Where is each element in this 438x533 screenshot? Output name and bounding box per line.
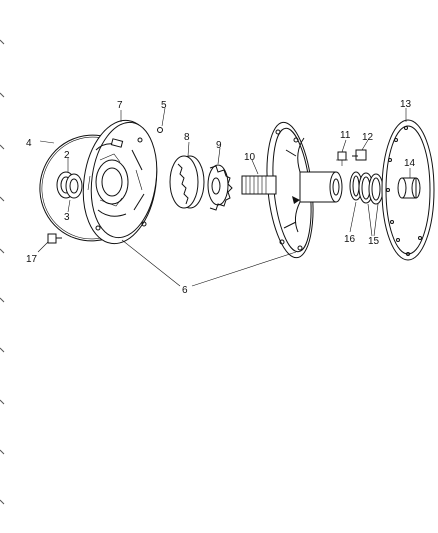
callout-13: 13 bbox=[400, 99, 412, 110]
callout-2: 2 bbox=[64, 150, 70, 161]
plug-fitting bbox=[336, 151, 348, 166]
callout-4: 4 bbox=[26, 138, 32, 149]
callout-3: 3 bbox=[64, 212, 70, 223]
callout-17: 17 bbox=[26, 254, 38, 265]
callout-16: 16 bbox=[344, 234, 356, 245]
bushing bbox=[397, 177, 421, 199]
bolt-12 bbox=[352, 149, 367, 161]
edge-marks bbox=[0, 39, 5, 505]
callout-5: 5 bbox=[161, 100, 167, 111]
callout-14: 14 bbox=[404, 158, 416, 169]
callout-labels: 2 3 4 5 6 7 8 9 10 11 12 13 14 15 16 17 bbox=[26, 99, 416, 296]
inner-gear bbox=[207, 164, 233, 211]
callout-11: 11 bbox=[340, 130, 351, 141]
seal-rings bbox=[349, 171, 384, 205]
callout-15: 15 bbox=[368, 236, 380, 247]
leader-lines bbox=[37, 107, 411, 287]
check-ball bbox=[157, 127, 163, 133]
callout-12: 12 bbox=[362, 132, 374, 143]
callout-9: 9 bbox=[216, 140, 222, 151]
callout-8: 8 bbox=[184, 132, 190, 143]
pump-body bbox=[82, 119, 158, 245]
callout-7: 7 bbox=[117, 100, 123, 111]
bolt-17 bbox=[47, 233, 62, 244]
callout-10: 10 bbox=[244, 152, 256, 163]
outer-gear bbox=[169, 155, 205, 209]
shaft-seal bbox=[56, 171, 83, 199]
callout-6: 6 bbox=[182, 285, 188, 296]
reaction-shaft-support bbox=[241, 121, 343, 259]
